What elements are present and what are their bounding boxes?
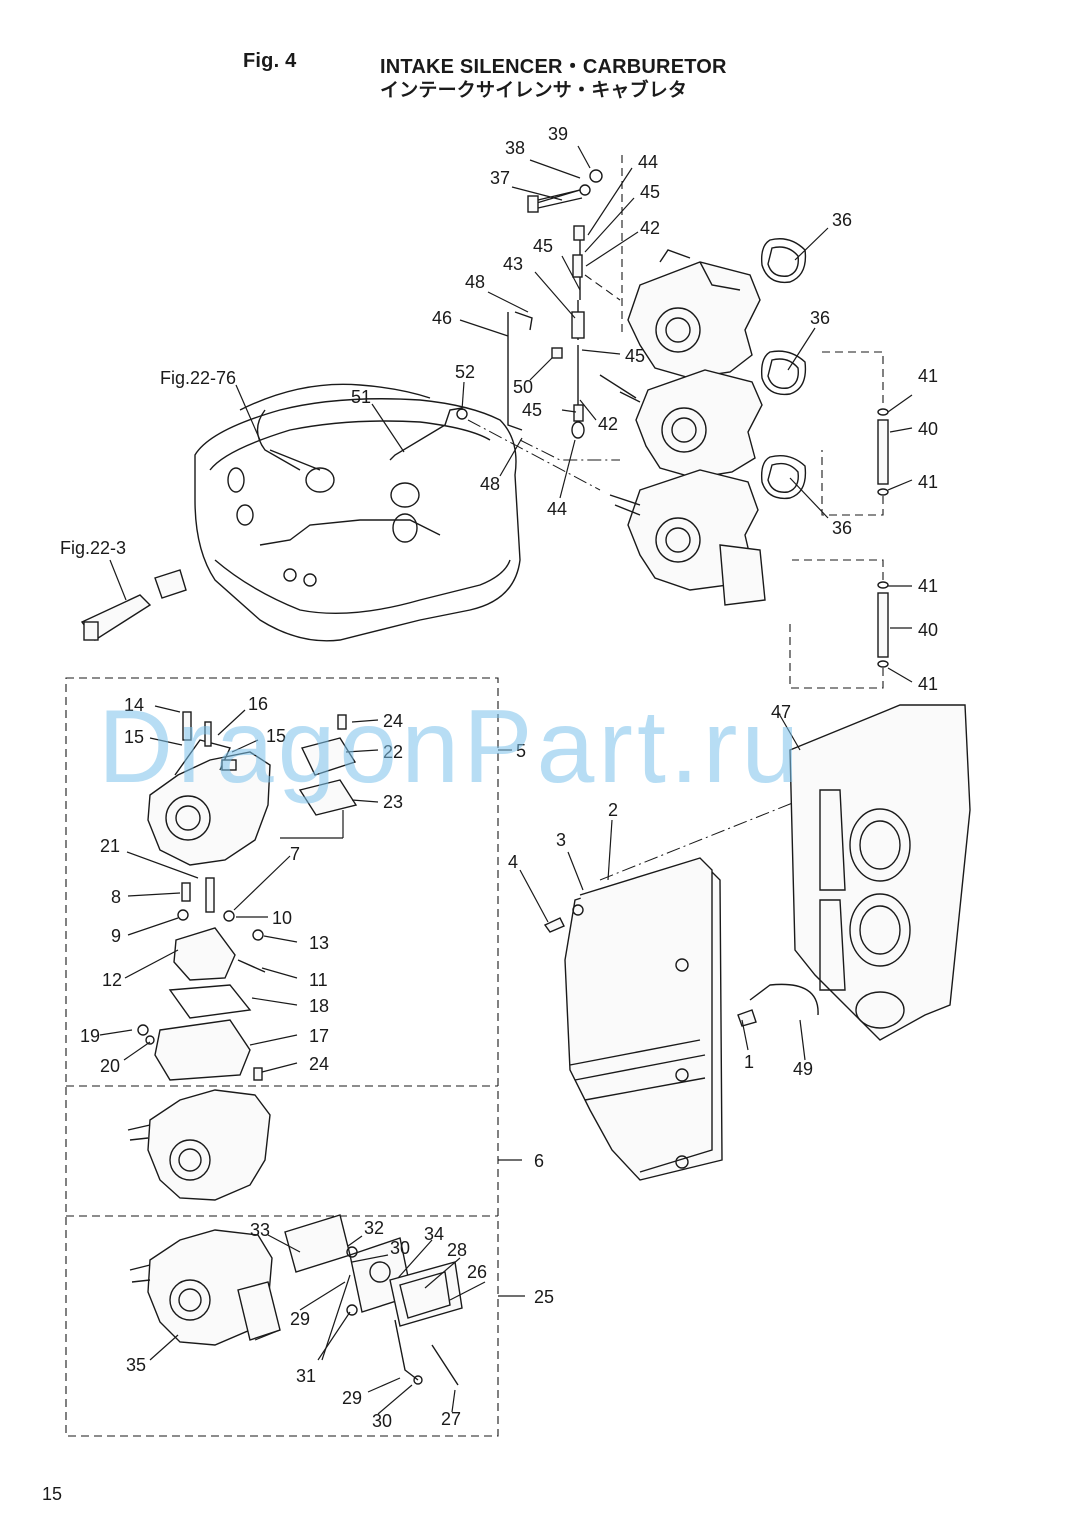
callout-9: 9 [111,926,121,946]
callout-30: 30 [372,1411,392,1431]
callout-19: 19 [80,1026,100,1046]
callout-42: 42 [598,414,618,434]
callout-33: 33 [250,1220,270,1240]
callout-24: 24 [309,1054,329,1074]
callout-41: 41 [918,576,938,596]
callout-31: 31 [296,1366,316,1386]
carburetor-6 [127,1089,271,1201]
callout-45: 45 [533,236,553,256]
callout-4: 4 [508,852,518,872]
callout-42: 42 [640,218,660,238]
callout-10: 10 [272,908,292,928]
callout-36: 36 [832,518,852,538]
callout-3: 3 [556,830,566,850]
callout-34: 34 [424,1224,444,1244]
reference-fig22-76: Fig.22-76 [160,368,236,388]
callout-45: 45 [625,346,645,366]
callout-35: 35 [126,1355,146,1375]
callout-1: 1 [744,1052,754,1072]
callout-30: 30 [390,1238,410,1258]
callout-47: 47 [771,702,791,722]
callout-27: 27 [441,1409,461,1429]
engine-bracket [194,383,521,642]
callout-29: 29 [290,1309,310,1329]
link-rod-46 [389,311,620,491]
callout-49: 49 [793,1059,813,1079]
callout-24: 24 [383,711,403,731]
callout-11: 11 [309,970,328,990]
callout-labels: 39 38 37 44 45 42 36 45 43 48 46 36 45 5… [60,124,938,1431]
callout-40: 40 [918,419,938,439]
callout-28: 28 [447,1240,467,1260]
page-number: 15 [42,1484,63,1504]
callout-25: 25 [534,1287,554,1307]
callout-7: 7 [290,844,300,864]
callout-16: 16 [248,694,268,714]
carburetor-5 [137,711,358,1081]
intake-silencer [543,799,801,1181]
callout-22: 22 [383,742,403,762]
callout-2: 2 [608,800,618,820]
callout-26: 26 [467,1262,487,1282]
callout-32: 32 [364,1218,384,1238]
callout-39: 39 [548,124,568,144]
gasket-36 [760,238,807,500]
callout-5: 5 [516,741,526,761]
callout-45: 45 [522,400,542,420]
callout-36: 36 [810,308,830,328]
callout-36: 36 [832,210,852,230]
carburetor-25 [129,1214,463,1386]
callout-17: 17 [309,1026,329,1046]
callout-8: 8 [111,887,121,907]
callout-48: 48 [465,272,485,292]
callout-50: 50 [513,377,533,397]
callout-48: 48 [480,474,500,494]
callout-41: 41 [918,674,938,694]
diagram-subtitle: インテークサイレンサ・キャブレタ [380,80,688,101]
callout-13: 13 [309,933,329,953]
callout-6: 6 [534,1151,544,1171]
callout-20: 20 [100,1056,120,1076]
fuel-hose-40 [789,351,889,689]
leader-lines [99,145,913,1415]
callout-21: 21 [100,836,120,856]
diagram-title: INTAKE SILENCER・CARBURETOR [380,56,727,78]
silencer-case-47 [737,704,971,1041]
callout-52: 52 [455,362,475,382]
callout-15: 15 [266,726,286,746]
callout-46: 46 [432,308,452,328]
callout-37: 37 [490,168,510,188]
carburetor-kit-box [65,677,499,1437]
callout-40: 40 [918,620,938,640]
callout-43: 43 [503,254,523,274]
callout-41: 41 [918,366,938,386]
callout-41: 41 [918,472,938,492]
callout-45: 45 [640,182,660,202]
callout-51: 51 [351,387,371,407]
callout-23: 23 [383,792,403,812]
carburetor-stack [599,249,766,606]
cowl-seal-parts [80,569,187,641]
linkage-rod [527,155,623,439]
reference-fig22-3: Fig.22-3 [60,538,126,558]
figure-number: Fig. 4 [243,50,297,72]
callout-38: 38 [505,138,525,158]
callout-44: 44 [638,152,658,172]
callout-14: 14 [124,695,144,715]
callout-15: 15 [124,727,144,747]
callout-18: 18 [309,996,329,1016]
callout-12: 12 [102,970,122,990]
callout-44: 44 [547,499,567,519]
callout-29: 29 [342,1388,362,1408]
